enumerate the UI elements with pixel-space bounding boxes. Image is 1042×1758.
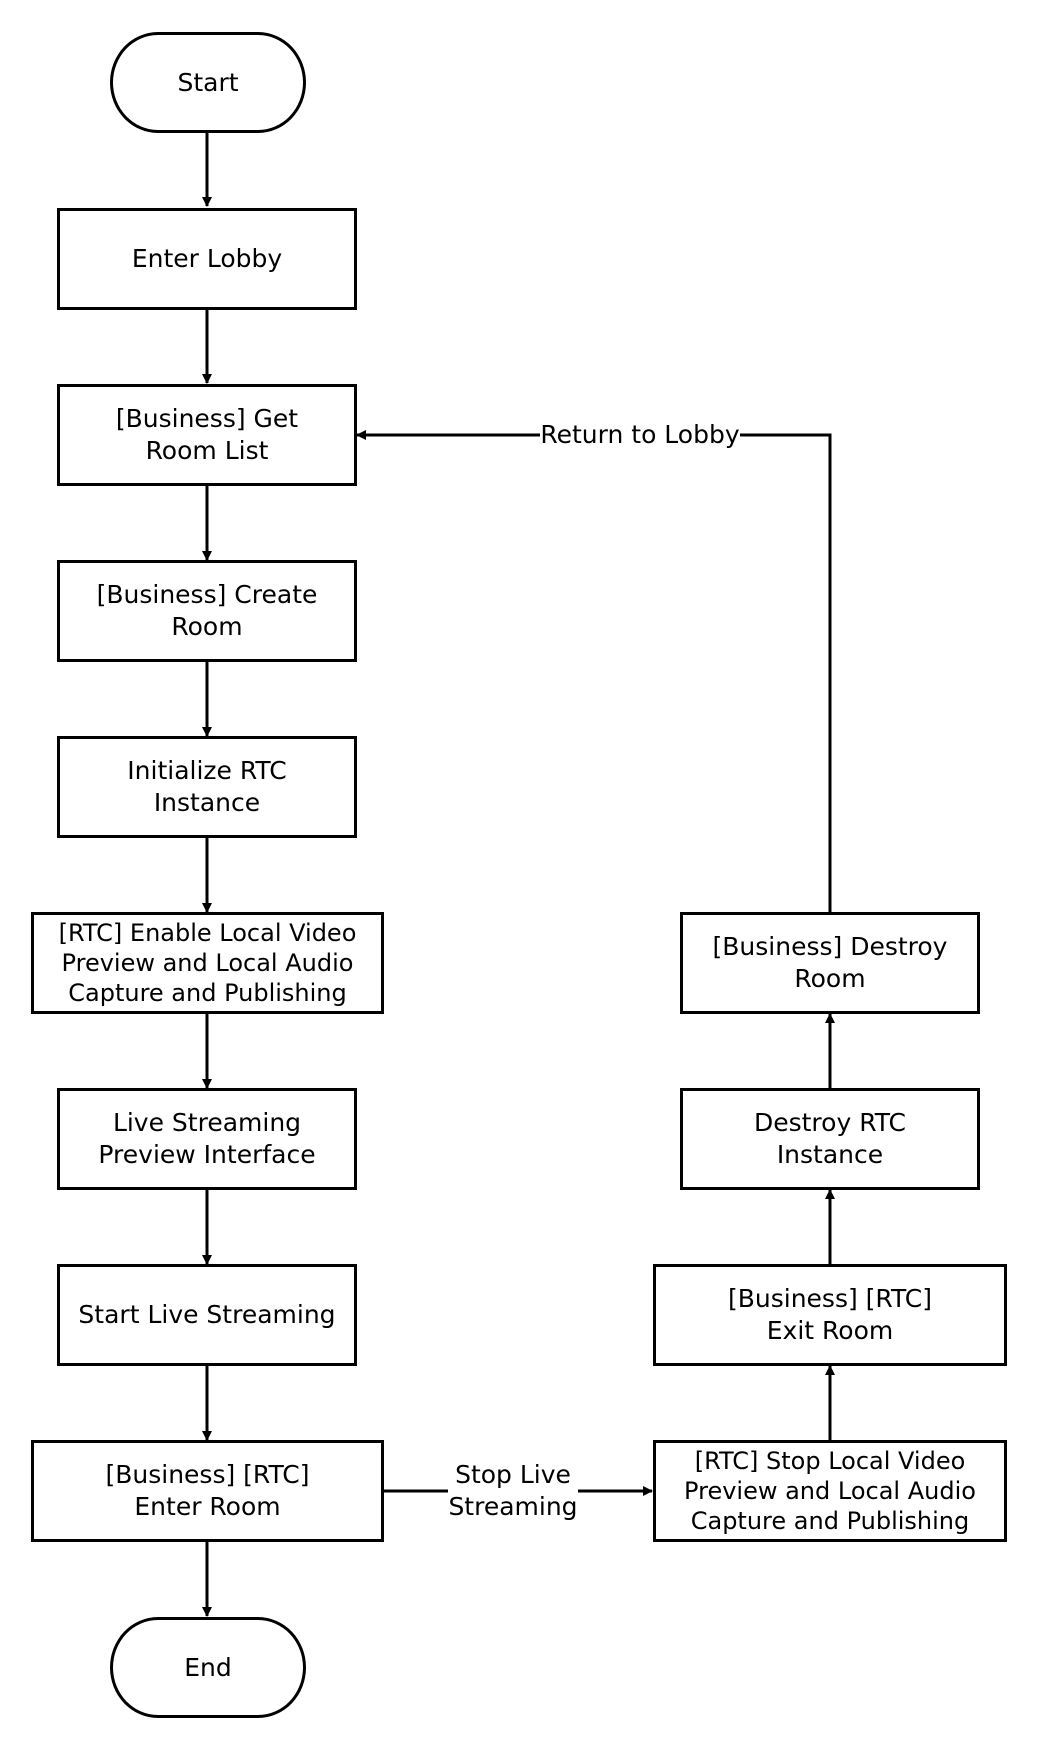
stop-live-label: Stop Live Streaming — [448, 1459, 578, 1523]
start-node: Start — [110, 32, 306, 133]
start-live-node: Start Live Streaming — [57, 1264, 357, 1366]
enter-room-node: [Business] [RTC] Enter Room — [31, 1440, 384, 1542]
destroy-room-node: [Business] Destroy Room — [680, 912, 980, 1014]
stop-preview-node: [RTC] Stop Local Video Preview and Local… — [653, 1440, 1007, 1542]
end-node: End — [110, 1617, 306, 1718]
edge-destroy-room-to-get-room-list — [356, 430, 832, 912]
enable-preview-node: [RTC] Enable Local Video Preview and Loc… — [31, 912, 384, 1014]
init-rtc-node: Initialize RTC Instance — [57, 736, 357, 838]
enter-lobby-node: Enter Lobby — [57, 208, 357, 310]
create-room-node: [Business] Create Room — [57, 560, 357, 662]
exit-room-node: [Business] [RTC] Exit Room — [653, 1264, 1007, 1366]
preview-interface-node: Live Streaming Preview Interface — [57, 1088, 357, 1190]
return-lobby-label: Return to Lobby — [540, 419, 740, 451]
get-room-list-node: [Business] Get Room List — [57, 384, 357, 486]
destroy-rtc-node: Destroy RTC Instance — [680, 1088, 980, 1190]
